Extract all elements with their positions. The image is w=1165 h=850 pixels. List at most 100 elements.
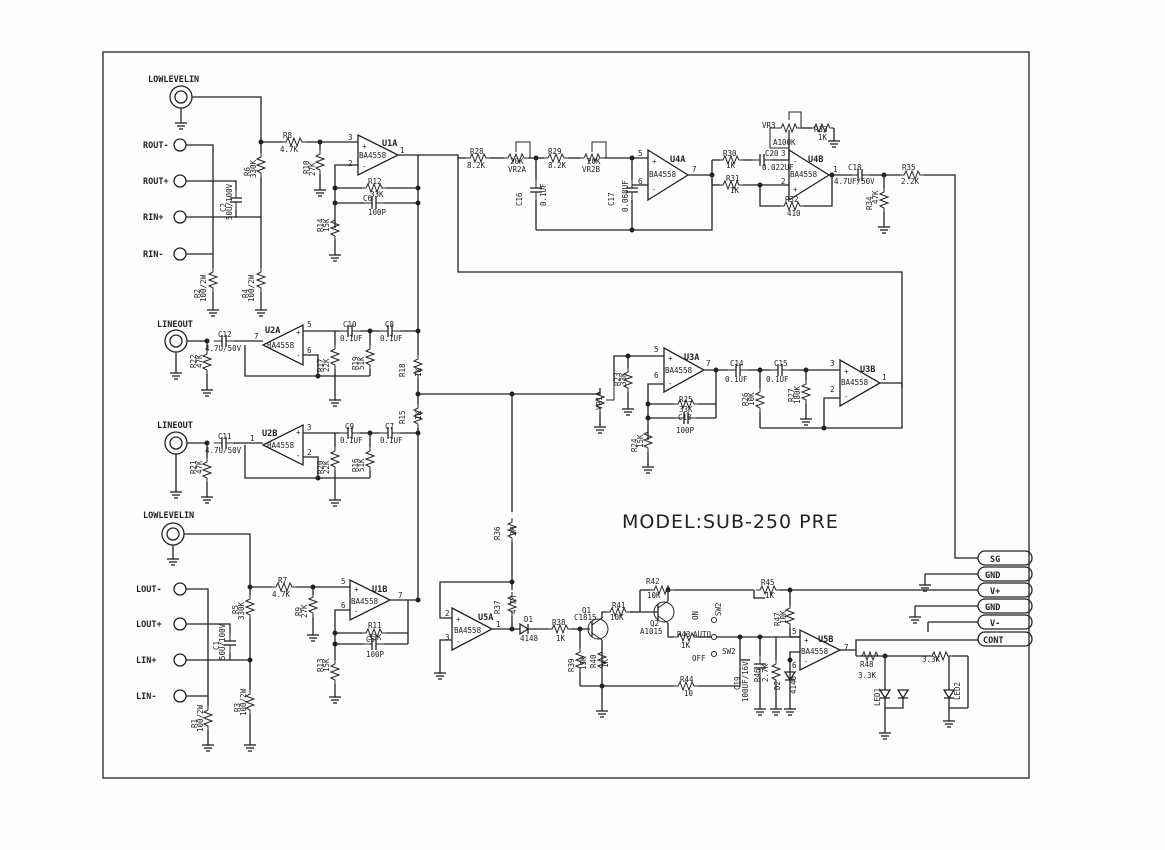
svg-text:3: 3: [348, 133, 353, 142]
c5-value: 100P: [366, 650, 385, 659]
terminal-vminus-label: V-: [990, 619, 1000, 629]
svg-text:5: 5: [792, 627, 797, 636]
q2-label: Q2: [650, 619, 659, 628]
r1-value: 100/2W: [196, 704, 205, 732]
terminal-cont-label: CONT: [983, 636, 1003, 646]
c10-value: 0.1UF: [340, 334, 363, 343]
r27-label: R27: [787, 388, 796, 402]
r39-value: 15K: [579, 656, 588, 670]
c13-value: 100P: [676, 426, 695, 435]
lowlevel-in-label-1: LOWLEVELIN: [148, 75, 199, 85]
svg-text:1: 1: [833, 165, 838, 174]
u1b-name: U1B: [372, 585, 387, 595]
r14-label: R14: [316, 218, 325, 232]
r33-value: 1K: [818, 133, 828, 142]
rin-minus-terminal: [173, 247, 187, 261]
svg-text:+: +: [804, 636, 809, 645]
u2b-opamp: [261, 423, 304, 467]
r6-value: 330K: [249, 159, 258, 178]
r23-label: R23: [613, 372, 622, 386]
u3a-part: BA4558: [665, 366, 693, 375]
u5a-opamp: [451, 606, 494, 652]
q1-label: Q1: [582, 606, 591, 615]
d2-label: D2: [773, 681, 782, 690]
r13-value: 15K: [322, 658, 331, 672]
r24-label: R24: [630, 438, 639, 452]
c19-label: C19: [733, 676, 742, 690]
svg-text:5: 5: [341, 577, 346, 586]
r32-label: R32: [785, 195, 799, 204]
lout-plus-terminal: [173, 617, 187, 631]
lowlevel-in-jack-1: [169, 85, 193, 109]
r40-value: 1K: [601, 658, 610, 668]
svg-text:1: 1: [250, 434, 255, 443]
c6-label: C6: [363, 194, 373, 203]
terminal-vminus: V-: [977, 614, 1033, 630]
r12-value: 33K: [370, 190, 384, 199]
c18-label: C18: [848, 163, 862, 172]
rout-plus-terminal: [173, 174, 187, 188]
u4b-opamp: [788, 148, 831, 202]
lineout-label-1: LINEOUT: [157, 320, 193, 330]
d1-value: 4148: [520, 634, 539, 643]
c7-label: C7: [385, 422, 394, 431]
r2-label: R2: [193, 289, 202, 298]
vr2a-label: VR2A: [508, 165, 527, 174]
r39-label: R39: [567, 658, 576, 672]
u5b-name: U5B: [818, 635, 833, 645]
rin-plus-terminal: [173, 210, 187, 224]
svg-text:7: 7: [398, 591, 403, 600]
c14-label: C14: [730, 359, 744, 368]
svg-text:2: 2: [830, 385, 835, 394]
u5a-name: U5A: [478, 613, 493, 623]
svg-text:5: 5: [307, 320, 312, 329]
c17-value: 0.068UF: [621, 180, 630, 212]
svg-text:-: -: [668, 379, 673, 388]
r21-value: 47K: [195, 460, 204, 474]
r21-label: R21: [189, 460, 198, 474]
u3a-opamp: [663, 346, 706, 394]
r48-value: 3.3K: [858, 671, 877, 680]
u4b-part: BA4558: [790, 170, 818, 179]
r18-label: R18: [398, 363, 407, 377]
terminal-vplus-label: V+: [990, 587, 1000, 597]
svg-text:+: +: [362, 142, 367, 151]
off-label: OFF: [692, 654, 706, 663]
vr1-label: VR1: [595, 396, 604, 410]
svg-text:+: +: [296, 328, 301, 337]
c13-label: C13: [678, 413, 692, 422]
svg-text:6: 6: [341, 601, 346, 610]
svg-text:-: -: [362, 162, 367, 171]
c1-value: 50U/100V: [218, 623, 227, 660]
svg-text:2: 2: [781, 177, 786, 186]
lineout-label-2: LINEOUT: [157, 421, 193, 431]
vr2b-label: VR2B: [582, 165, 601, 174]
r15-label: R15: [398, 410, 407, 424]
r38-value: 1K: [556, 634, 566, 643]
r16-label: R16: [351, 458, 360, 472]
r11-value: 33K: [368, 633, 382, 642]
r10-label: R10: [302, 160, 311, 174]
vr2b-value: 20K: [587, 157, 601, 166]
u2b-part: BA4558: [267, 441, 295, 450]
r48-label: R48: [860, 660, 874, 669]
r3-value: 100/2W: [239, 688, 248, 716]
svg-text:3: 3: [830, 359, 835, 368]
r17-value: 22K: [322, 358, 331, 372]
terminal-gnd-label-2: GND: [985, 603, 1000, 613]
terminal-gnd-2: GND: [977, 598, 1033, 614]
r1-label: R1: [190, 719, 199, 728]
r47-label: R47: [773, 612, 782, 626]
on-label: ON: [691, 611, 700, 620]
led1-diode: [878, 689, 892, 700]
svg-text:-: -: [296, 351, 301, 360]
svg-text:+: +: [296, 428, 301, 437]
r31-value: 1K: [730, 186, 740, 195]
lin-plus-label: LIN+: [136, 656, 156, 666]
r45-label: R45: [761, 578, 775, 587]
r7-value: 4.7K: [272, 590, 291, 599]
u2a-name: U2A: [265, 326, 280, 336]
svg-text:2: 2: [445, 609, 450, 618]
lowlevel-in-label-2: LOWLEVELIN: [143, 511, 194, 521]
